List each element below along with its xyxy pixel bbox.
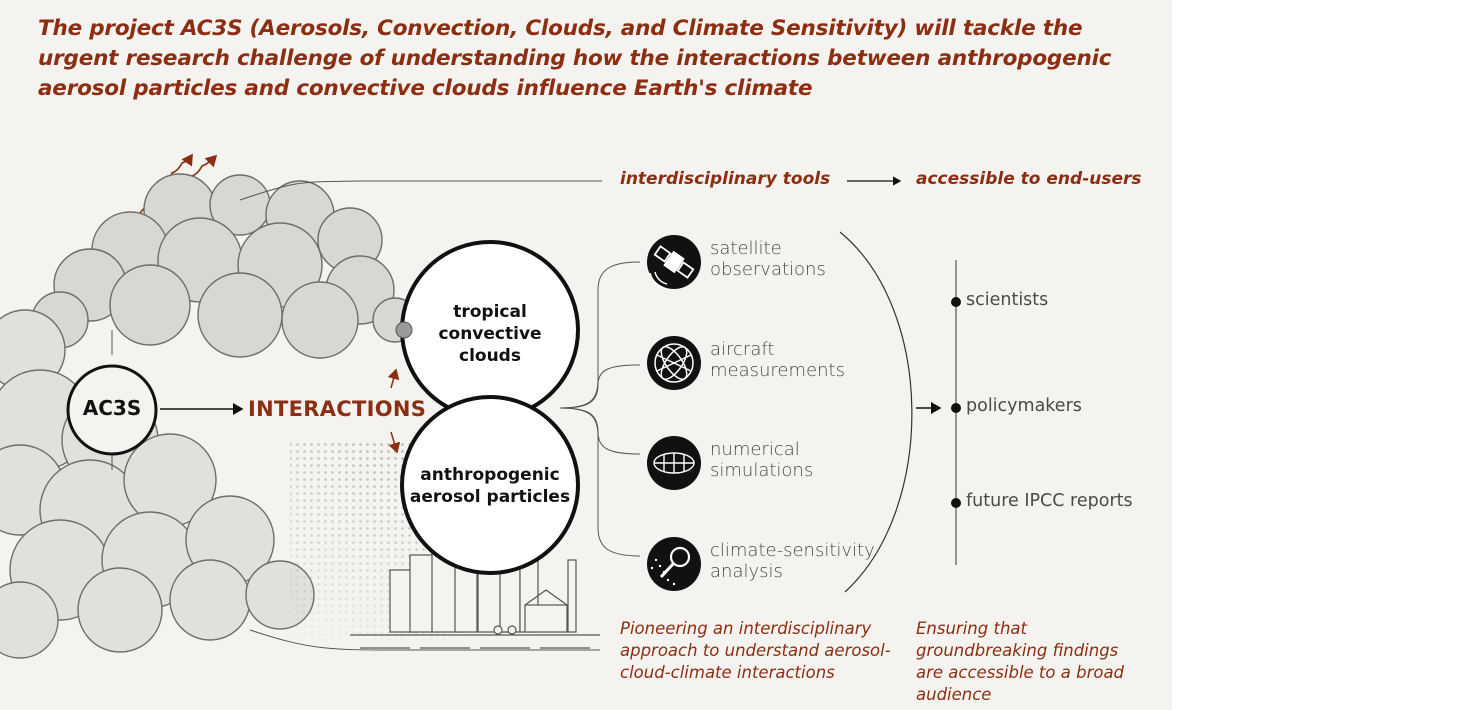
ac3s-label: AC3S xyxy=(82,396,142,420)
satellite-icon xyxy=(647,235,701,290)
convective-cloud-illustration xyxy=(31,173,418,359)
aerosol-particles-circle xyxy=(400,395,580,575)
audience-ipcc-reports: future IPCC reports xyxy=(966,491,1133,511)
tools-header: interdisciplinary tools xyxy=(620,169,831,189)
tool-satellite-observations: satellite observations xyxy=(710,238,826,280)
globe-icon xyxy=(647,336,701,390)
audience-scientists: scientists xyxy=(966,290,1049,310)
access-note: Ensuring that groundbreaking findings ar… xyxy=(916,619,1125,704)
diagram-graphics xyxy=(0,153,961,659)
tool-branch-lines xyxy=(559,261,641,557)
lower-cloud-illustration xyxy=(0,309,315,659)
connector-lines xyxy=(111,180,602,651)
grid-globe-icon xyxy=(647,436,701,490)
tool-numerical-simulations: numerical simulations xyxy=(710,439,814,481)
audience-timeline xyxy=(951,260,961,565)
ac3s-hub-circle xyxy=(66,364,158,456)
magnifier-icon xyxy=(647,537,701,591)
aerosol-particles-label: anthropogenic aerosol particles xyxy=(409,465,571,507)
tools-arc xyxy=(839,231,913,593)
infographic-panel: The project AC3S (Aerosols, Convection, … xyxy=(0,0,1172,710)
tool-climate-sensitivity-analysis: climate-sensitivity analysis xyxy=(710,540,875,582)
tropical-clouds-label: tropical convective clouds xyxy=(438,302,542,366)
up-arrow xyxy=(387,368,400,389)
audience-policymakers: policymakers xyxy=(966,396,1082,416)
interactions-label: INTERACTIONS xyxy=(248,397,427,421)
down-arrow xyxy=(388,431,401,454)
tools-note: Pioneering an interdisciplinary approach… xyxy=(620,619,891,682)
tool-aircraft-measurements: aircraft measurements xyxy=(710,339,845,381)
intro-text: The project AC3S (Aerosols, Convection, … xyxy=(38,16,1112,101)
access-header: accessible to end-users xyxy=(916,169,1142,189)
